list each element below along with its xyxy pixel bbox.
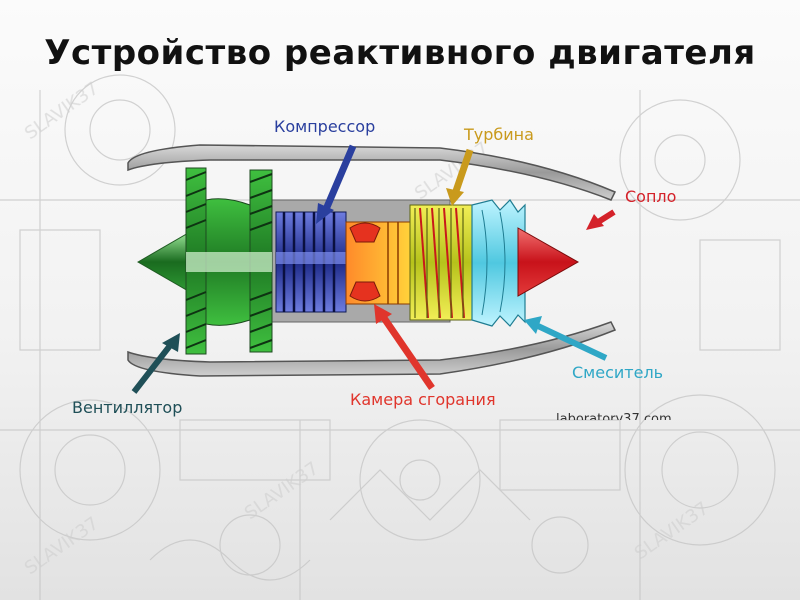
page-title: Устройство реактивного двигателя [44,33,756,73]
compressor-arrow [316,144,357,224]
casing-bottom [127,321,617,377]
turbine-arrow [446,148,474,206]
combustion-chamber [345,221,411,305]
casing-top [127,144,617,201]
fan-label: Вентиллятор [72,398,183,417]
fan-assembly [185,167,273,355]
compressor-label: Компрессор [274,117,376,136]
mixer-label: Смеситель [572,363,664,382]
nozzle-arrow [586,209,616,230]
turbine-label: Турбина [464,125,534,144]
compressor-assembly [275,211,347,313]
source-caption: laboratory37.com [556,412,672,420]
nozzle-label: Сопло [625,187,677,206]
mixer [471,199,526,327]
nose-cone [136,231,191,293]
combustion-chamber-arrow [374,304,435,390]
tail-cone [517,227,580,297]
combustion-chamber-label: Камера сгорания [350,390,496,409]
mixer-arrow [524,316,608,361]
turbine-assembly [409,204,473,321]
fan-arrow [131,333,180,394]
